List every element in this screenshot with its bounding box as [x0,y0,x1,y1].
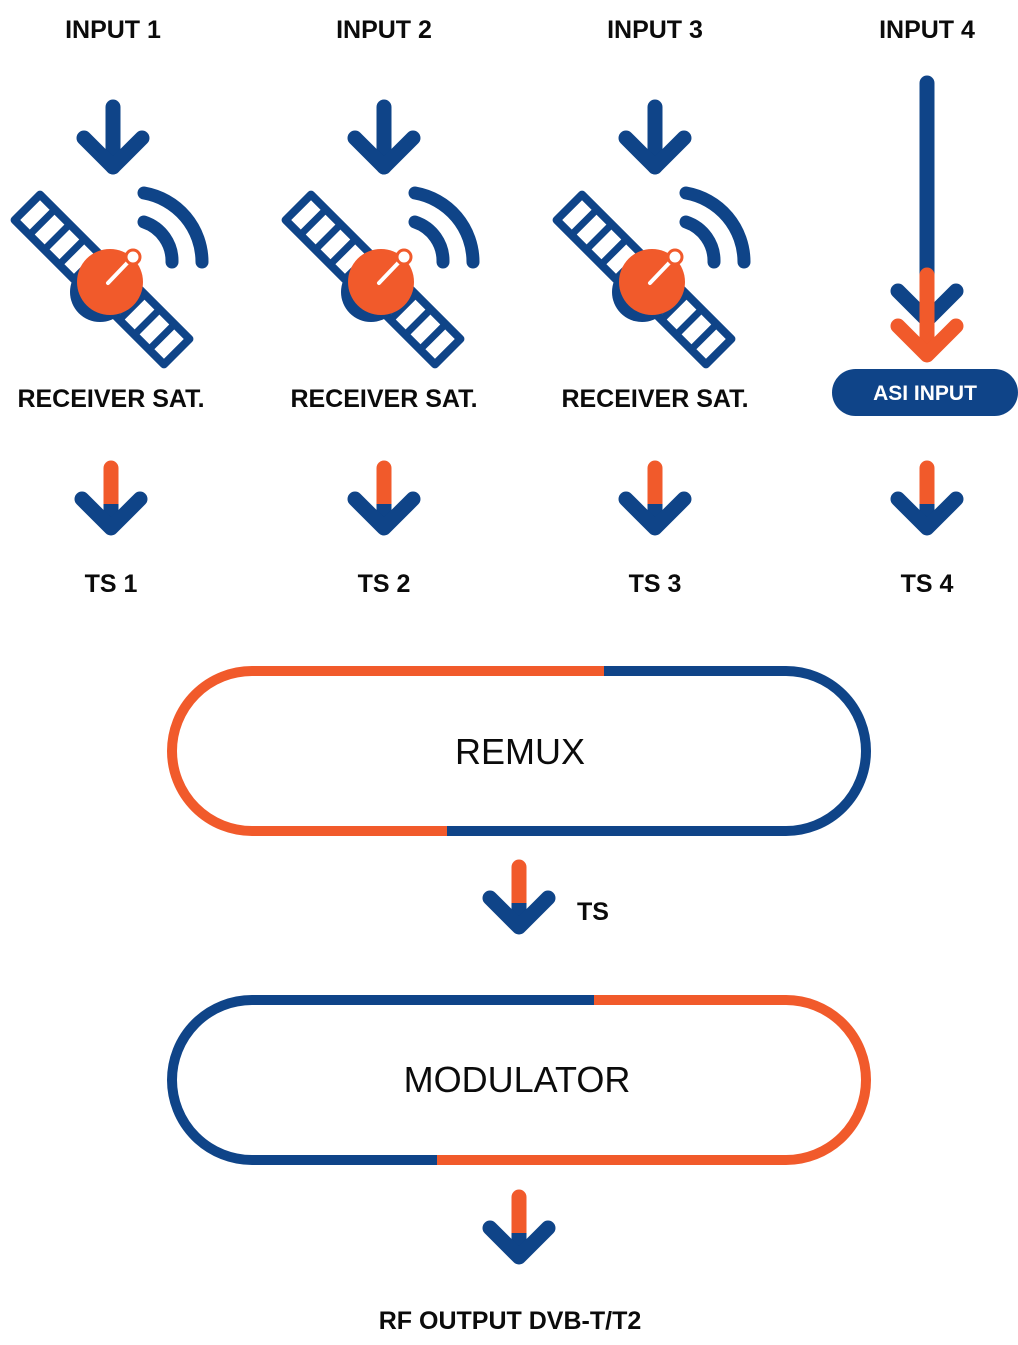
down-arrow-icon [490,1197,548,1257]
input-column-3: INPUT 3 RECEIVER SAT. TS 3 [557,16,749,598]
input-column-4: INPUT 4 ASI INPUT TS 4 [832,16,1018,598]
input-label: INPUT 2 [336,16,432,44]
asi-input-label: ASI INPUT [873,382,977,405]
ts-output-label: TS 3 [629,570,682,598]
device-label: RECEIVER SAT. [290,385,477,413]
down-arrow-icon [898,468,956,528]
device-label: RECEIVER SAT. [17,385,204,413]
down-arrow-icon [82,468,140,528]
input-column-2: INPUT 2 RECEIVER SAT. TS 2 [286,16,478,598]
satellite-icon [557,193,744,364]
satellite-icon [286,193,473,364]
remux-label: REMUX [455,731,585,772]
down-arrow-icon [84,107,142,167]
down-arrow-icon [626,107,684,167]
input-label: INPUT 4 [879,16,975,44]
long-down-arrow-icon [890,75,964,363]
device-label: RECEIVER SAT. [561,385,748,413]
input-label: INPUT 1 [65,16,161,44]
ts-output-label: TS 1 [85,570,138,598]
input-column-1: INPUT 1 RECEIVER SAT. TS 1 [15,16,205,598]
asi-input-badge: ASI INPUT [832,369,1018,416]
down-arrow-icon [626,468,684,528]
ts-link-label: TS [577,898,609,926]
down-arrow-icon [355,107,413,167]
modulator-block: MODULATOR [167,995,871,1165]
down-arrow-icon [355,468,413,528]
satellite-icon [15,193,202,364]
ts-output-label: TS 4 [901,570,954,598]
input-label: INPUT 3 [607,16,703,44]
rf-output-label: RF OUTPUT DVB-T/T2 [379,1307,642,1335]
ts-output-label: TS 2 [358,570,411,598]
remux-block: REMUX [167,666,871,836]
down-arrow-icon [490,867,548,927]
modulator-label: MODULATOR [404,1059,631,1100]
